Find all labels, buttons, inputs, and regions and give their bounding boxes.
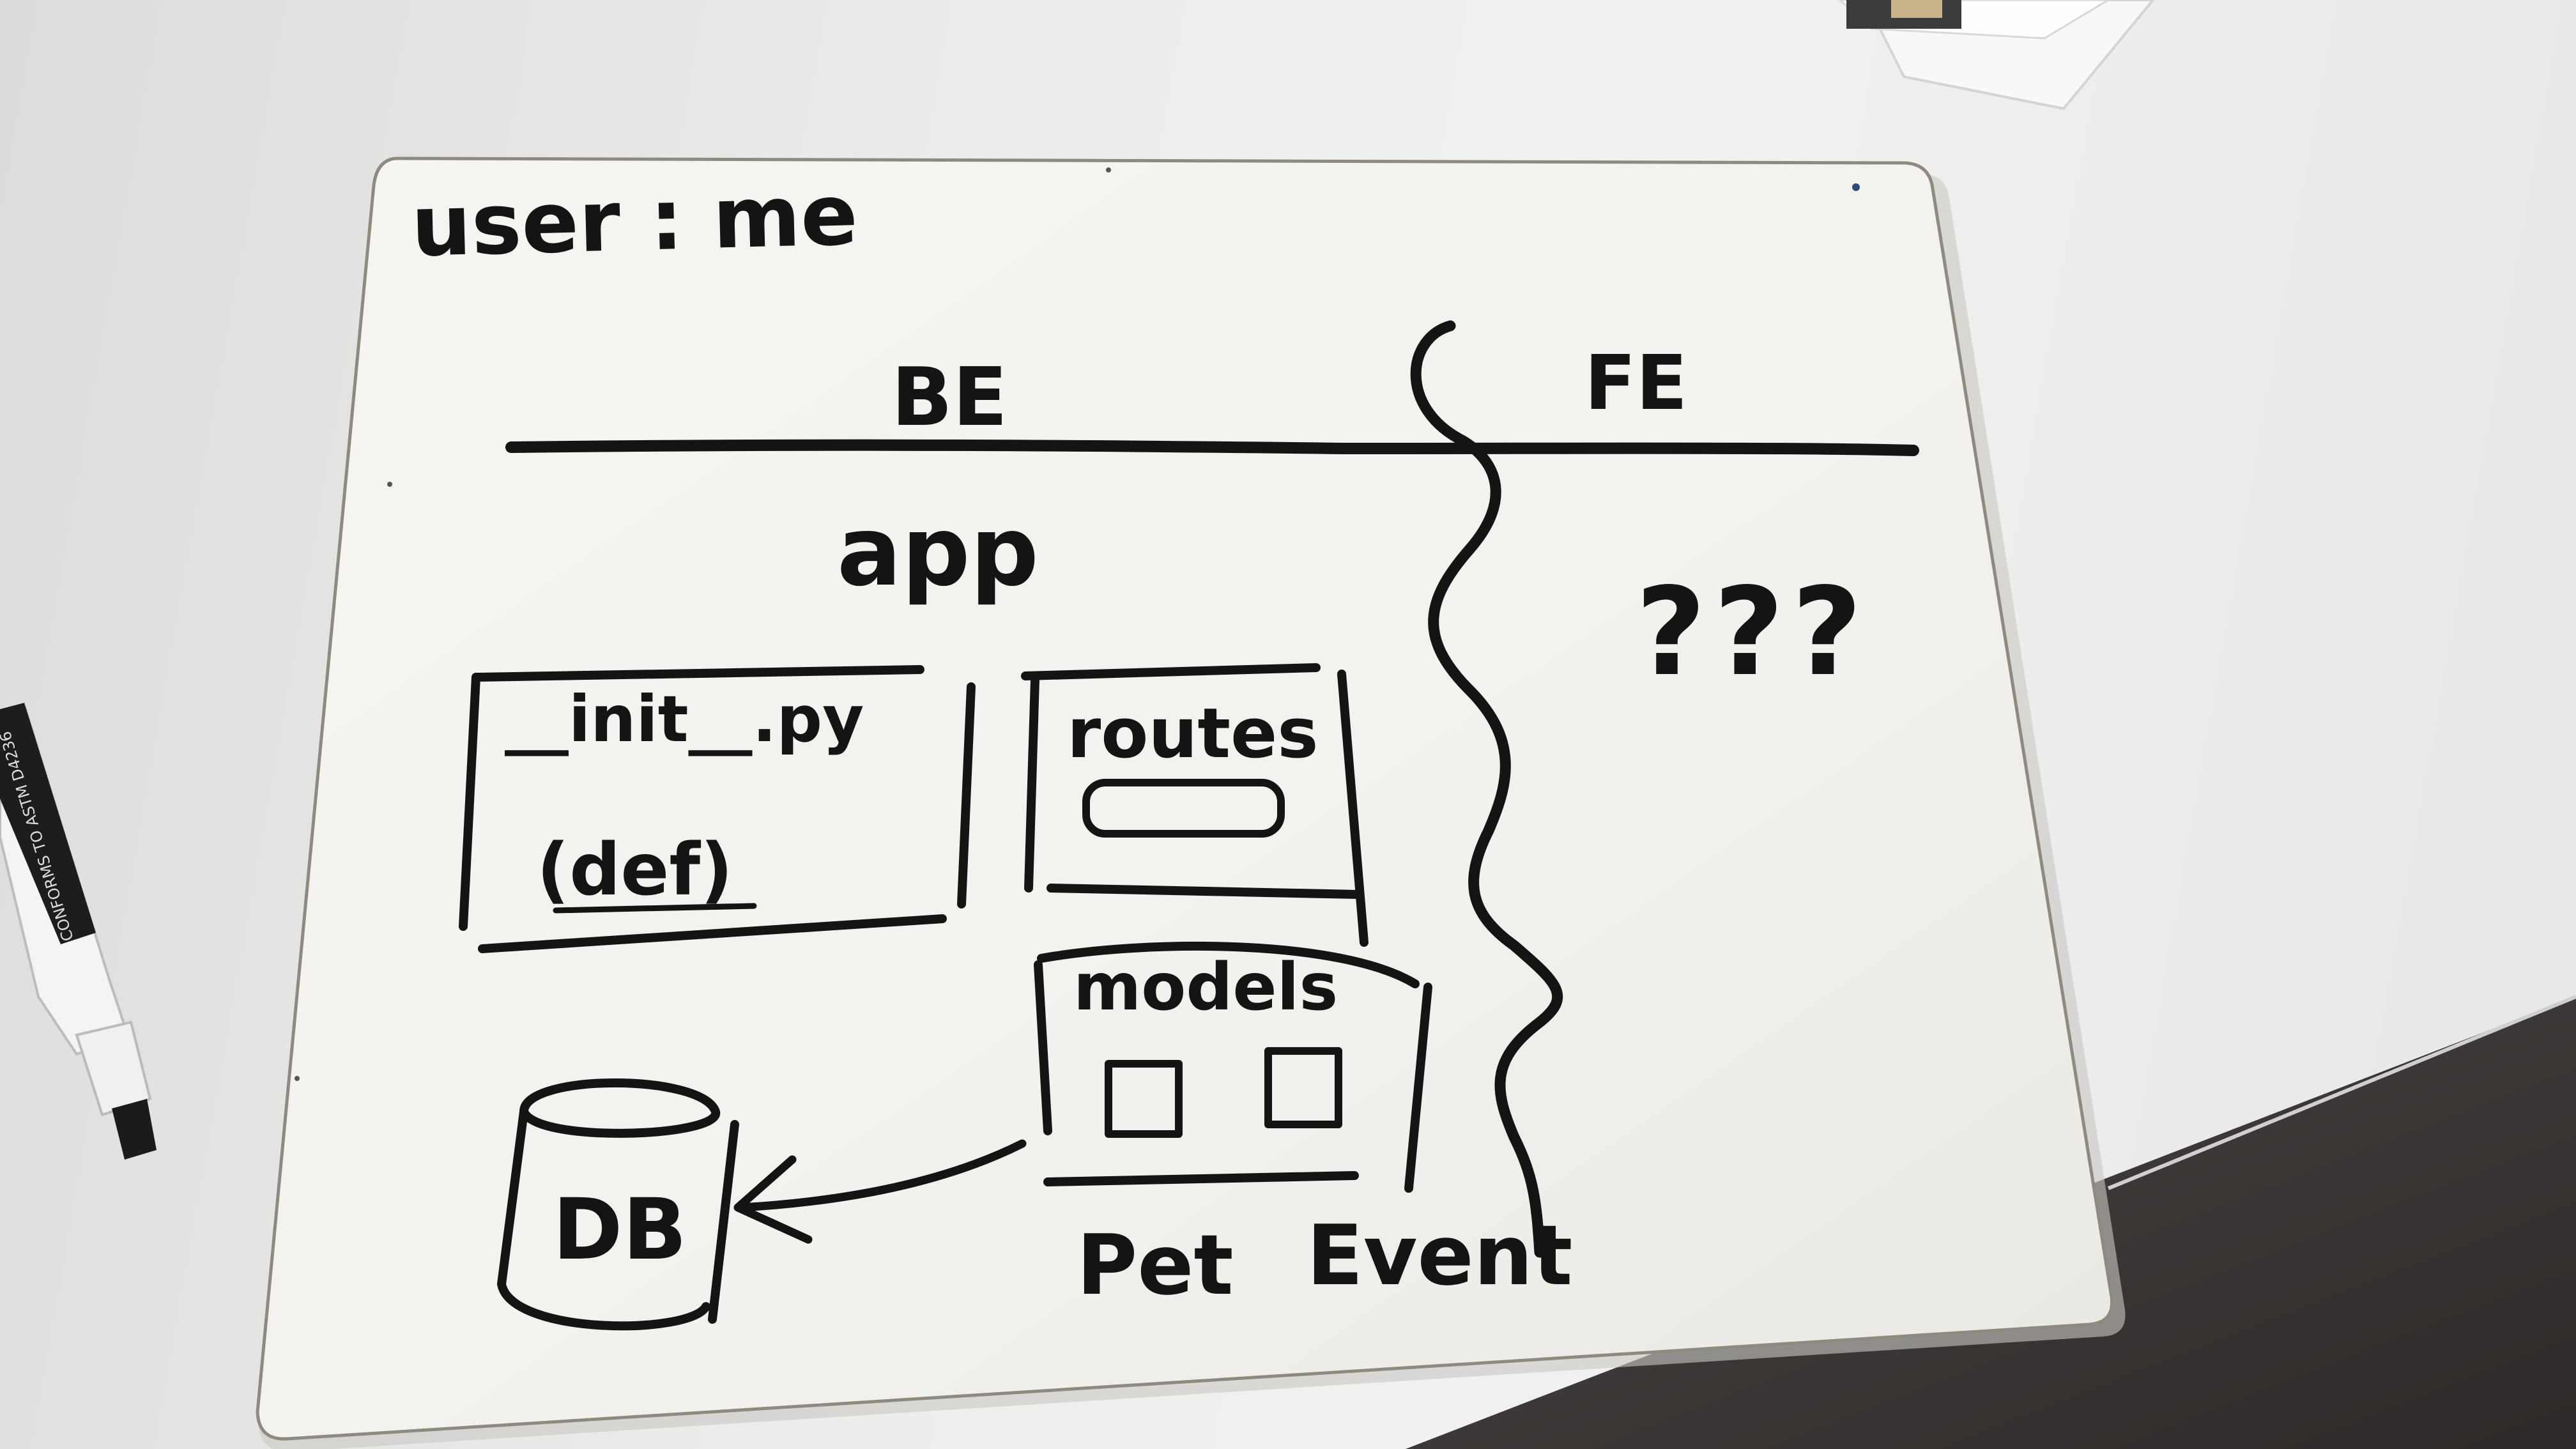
- whiteboard-marker: CONFORMS TO ASTM D4236: [0, 703, 157, 1160]
- arrow-head: [733, 1155, 813, 1244]
- init-box: [459, 665, 976, 953]
- be-fe-divider-line: [1410, 320, 1563, 1258]
- def-underline: [553, 903, 757, 914]
- pet-model-box: [1105, 1060, 1183, 1138]
- whiteboard: [256, 157, 2114, 1441]
- whiteboard-drawing: user : me BE FE app __init__.py (def) ro…: [410, 166, 1919, 1331]
- frontend-unknown: ???: [1636, 562, 1870, 703]
- frontend-label: FE: [1584, 339, 1687, 427]
- routes-box: [1021, 663, 1368, 947]
- desk-edge: [2107, 995, 2576, 1190]
- paper-stack: [1838, 0, 2155, 111]
- models-label: models: [1073, 949, 1338, 1025]
- model-name-pet: Pet: [1077, 1216, 1234, 1314]
- backend-label: BE: [891, 350, 1008, 444]
- models-box: [1034, 941, 1432, 1193]
- app-label: app: [837, 496, 1039, 608]
- init-label: __init__.py: [505, 682, 864, 756]
- def-label: (def): [537, 829, 733, 912]
- model-name-event: Event: [1307, 1207, 1572, 1304]
- models-to-db-arrow: [737, 1139, 1027, 1212]
- db-label: DB: [553, 1181, 687, 1279]
- route-item: [1082, 779, 1285, 838]
- user-heading: user : me: [410, 166, 859, 276]
- routes-label: routes: [1067, 694, 1319, 774]
- event-model-box: [1264, 1047, 1342, 1128]
- header-divider-line: [505, 439, 1919, 456]
- db-cylinder: [497, 1078, 739, 1331]
